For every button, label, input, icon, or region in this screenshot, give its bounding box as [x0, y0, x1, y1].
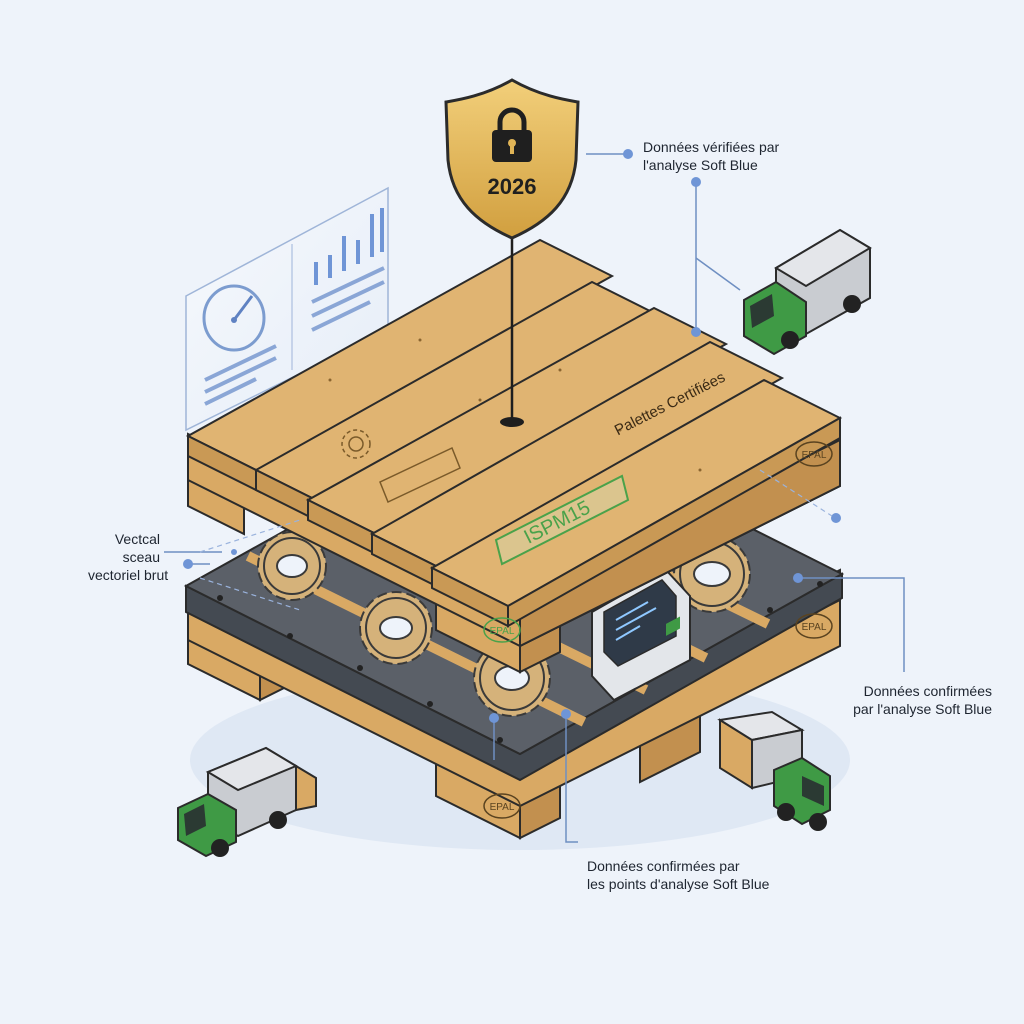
svg-text:EPAL: EPAL	[490, 802, 515, 813]
callout-top-line1: Données vérifiées par	[643, 139, 780, 155]
callout-right: Données confirmées par l'analyse Soft Bl…	[832, 682, 992, 718]
callout-bottom: Données confirmées par les points d'anal…	[587, 857, 769, 893]
svg-text:EPAL: EPAL	[802, 450, 827, 461]
gauge-icon	[202, 284, 266, 352]
callout-top: Données vérifiées par l'analyse Soft Blu…	[643, 138, 779, 174]
terminal-icon	[591, 568, 691, 702]
callout-left-line1: Vectcal	[114, 531, 160, 547]
callout-left-line3: vectoriel brut	[88, 567, 169, 583]
gear-stamp-icon	[341, 429, 371, 459]
callout-left-line2: sceau	[122, 549, 160, 565]
callout-left: Vectcal sceau vectoriel brut	[88, 530, 169, 584]
svg-text:EPAL: EPAL	[802, 622, 827, 633]
epal-mark-lower-bottom: EPAL	[483, 793, 521, 819]
svg-text:EPAL: EPAL	[490, 626, 515, 637]
svg-text:2026: 2026	[488, 174, 537, 199]
callout-top-line2: l'analyse Soft Blue	[643, 157, 758, 173]
callout-bottom-line2: les points d'analyse Soft Blue	[587, 876, 770, 892]
truck-icon	[717, 710, 831, 831]
shield-lock-icon: 2026	[444, 78, 580, 427]
epal-mark-lower-right: EPAL	[795, 613, 833, 639]
callout-right-line2: par l'analyse Soft Blue	[853, 701, 992, 717]
callout-lines	[164, 153, 905, 843]
dashboard-panel	[185, 186, 389, 432]
epal-mark-upper-green: EPAL	[483, 617, 521, 643]
serial-stamp	[379, 446, 461, 504]
bar-chart-icon	[314, 208, 384, 285]
callout-dots	[183, 149, 841, 723]
callout-right-line1: Données confirmées	[863, 683, 992, 699]
callout-bottom-line1: Données confirmées par	[587, 858, 740, 874]
truck-icon	[177, 746, 317, 858]
epal-mark-upper-right: EPAL	[795, 441, 833, 467]
gear-icon	[359, 591, 433, 665]
truck-icon	[743, 228, 872, 356]
gear-icon	[257, 531, 327, 601]
upper-pallet: ISPM15 Palettes Certifiées EPAL EPAL	[185, 238, 843, 674]
